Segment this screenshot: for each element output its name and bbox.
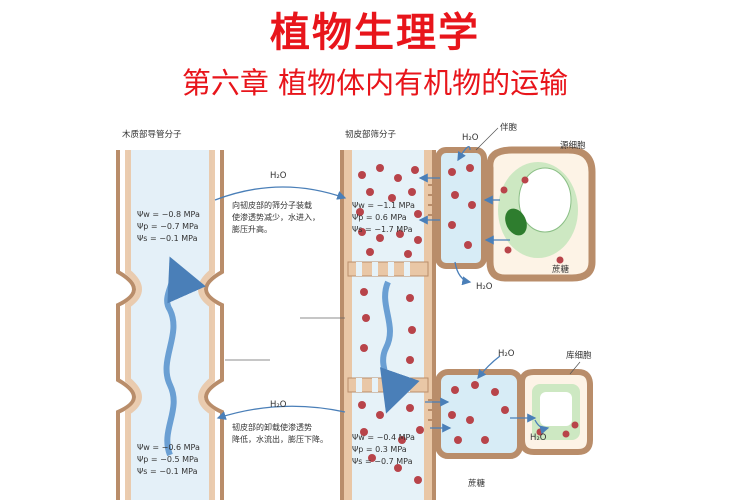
phloem-label: 韧皮部筛分子: [345, 129, 397, 140]
phloem-bottom-values: Ψw = −0.4 MPa Ψp = 0.3 MPa Ψs = −0.7 MPa: [352, 433, 415, 466]
water-label-companion-top: H₂O: [462, 133, 479, 143]
loading-note-line-2: 使渗透势减少，水进入，: [232, 212, 320, 222]
water-label-xylem-bottom: H₂O: [270, 400, 287, 410]
loading-note: 向韧皮部的筛分子装载 使渗透势减少，水进入， 膨压升高。: [232, 200, 320, 234]
sucrose-label-bottom: 蔗糖: [468, 478, 486, 489]
water-label-sink-bottom: H₂O: [530, 433, 547, 443]
phloem-bottom-psi-p: Ψp = 0.3 MPa: [352, 445, 407, 454]
loading-note-line-1: 向韧皮部的筛分子装载: [232, 200, 312, 210]
xylem-top-psi-w: Ψw = −0.8 MPa: [137, 210, 200, 219]
sucrose-label-top: 蔗糖: [552, 264, 570, 275]
xylem-bottom-psi-w: Ψw = −0.6 MPa: [137, 443, 200, 452]
water-label-sink-top: H₂O: [498, 349, 515, 359]
xylem-flow-arrow: [163, 256, 206, 457]
companion-cell-label: 伴胞: [500, 122, 518, 133]
companion-cell-bottom: [428, 369, 523, 459]
unloading-note-line-1: 韧皮部的卸载使渗透势: [232, 422, 312, 432]
sink-cell-label: 库细胞: [566, 350, 592, 361]
xylem-vessel: [116, 150, 224, 500]
sink-cell: [519, 369, 593, 455]
xylem-bottom-psi-s: Ψs = −0.1 MPa: [137, 467, 198, 476]
unloading-note-line-2: 降低，水流出，膨压下降。: [232, 434, 328, 444]
phloem-top-psi-w: Ψw = −1.1 MPa: [352, 201, 415, 210]
loading-note-line-3: 膨压升高。: [232, 224, 272, 234]
xylem-top-values: Ψw = −0.8 MPa Ψp = −0.7 MPa Ψs = −0.1 MP…: [137, 210, 200, 243]
phloem-sucrose-molecules: [356, 164, 424, 484]
water-label-xylem-top: H₂O: [270, 171, 287, 181]
page-subtitle: 第六章 植物体内有机物的运输: [181, 66, 569, 100]
unloading-note: 韧皮部的卸载使渗透势 降低，水流出，膨压下降。: [232, 422, 328, 444]
xylem-top-psi-s: Ψs = −0.1 MPa: [137, 234, 198, 243]
phloem-top-psi-p: Ψp = 0.6 MPa: [352, 213, 407, 222]
xylem-bottom-values: Ψw = −0.6 MPa Ψp = −0.5 MPa Ψs = −0.1 MP…: [137, 443, 200, 476]
page-title: 植物生理学: [270, 10, 480, 56]
water-arrows: [214, 146, 550, 435]
phloem-flow-arrow: [379, 280, 420, 414]
phloem-bottom-psi-s: Ψs = −0.7 MPa: [352, 457, 413, 466]
xylem-bottom-psi-p: Ψp = −0.5 MPa: [137, 455, 199, 464]
phloem-top-values: Ψw = −1.1 MPa Ψp = 0.6 MPa Ψs = −1.7 MPa: [352, 201, 415, 234]
xylem-label: 木质部导管分子: [122, 129, 182, 140]
xylem-top-psi-p: Ψp = −0.7 MPa: [137, 222, 199, 231]
companion-cell-top: [428, 147, 487, 269]
phloem-top-psi-s: Ψs = −1.7 MPa: [352, 225, 413, 234]
source-cell-label: 源细胞: [560, 140, 586, 151]
water-label-companion-bottom: H₂O: [476, 282, 493, 292]
phloem-bottom-psi-w: Ψw = −0.4 MPa: [352, 433, 415, 442]
source-cell: [486, 146, 596, 282]
